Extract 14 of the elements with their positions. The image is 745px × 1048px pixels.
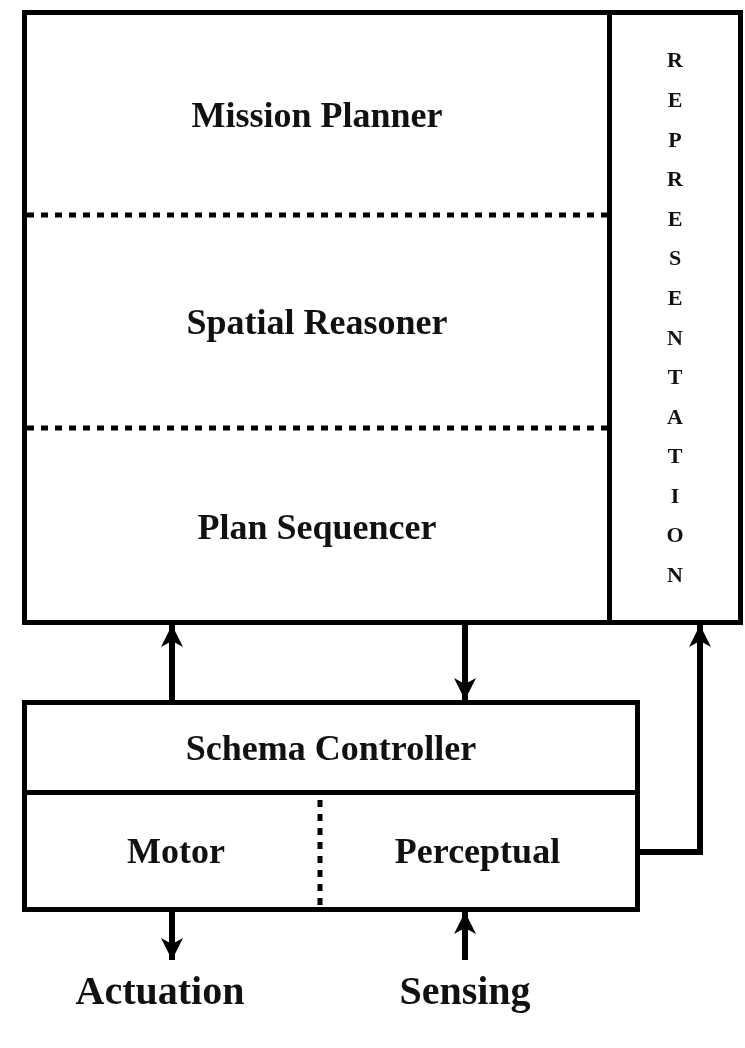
- arrow: [454, 912, 476, 960]
- arrow: [161, 912, 183, 960]
- arrow: [161, 625, 183, 700]
- vertical-label: REPRESENTATION: [665, 46, 685, 590]
- node-label: Motor: [127, 830, 225, 872]
- node-label: Perceptual: [394, 830, 561, 872]
- node-label: Spatial Reasoner: [186, 300, 448, 343]
- node-label: Schema Controller: [185, 726, 477, 769]
- arrow: [454, 625, 476, 700]
- node-label: Actuation: [75, 966, 245, 1014]
- arrow: [640, 625, 711, 855]
- node-label: Mission Planner: [191, 94, 443, 136]
- node-label: Plan Sequencer: [197, 505, 437, 548]
- node-label: Sensing: [399, 966, 531, 1014]
